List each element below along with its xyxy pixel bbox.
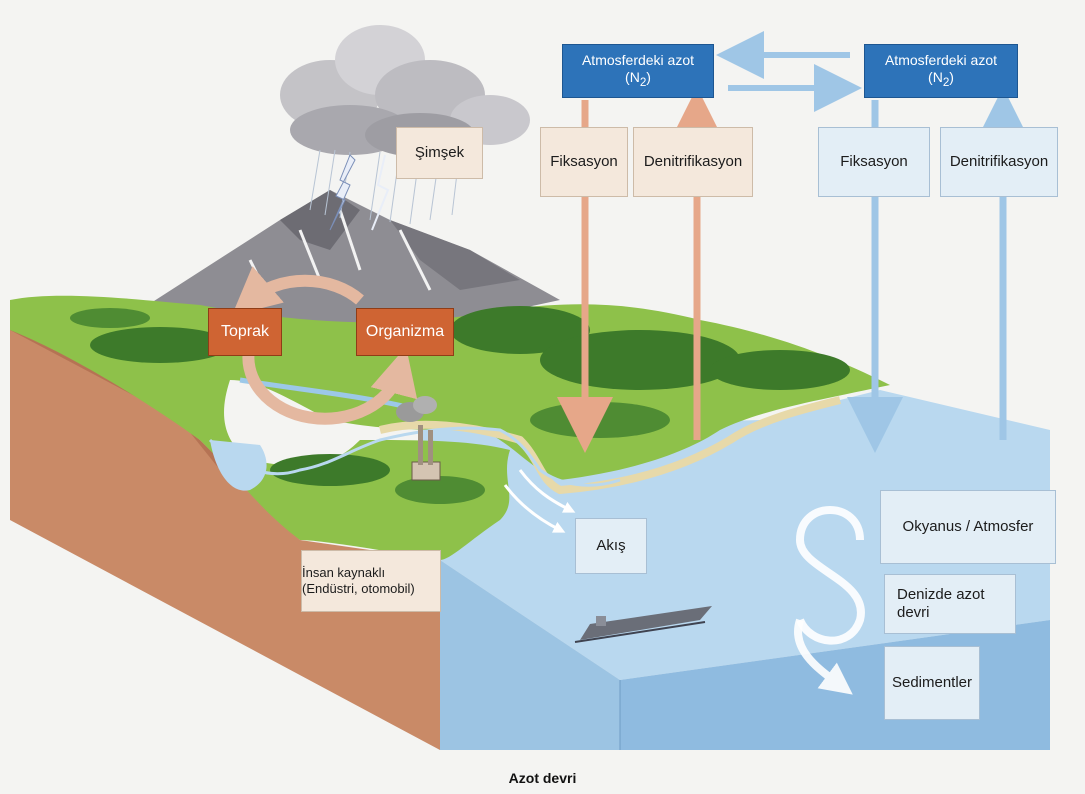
runoff-label: Akış <box>575 518 647 574</box>
atmospheric-nitrogen-label: Atmosferdeki azot <box>884 52 998 69</box>
figure-caption: Azot devri <box>508 770 577 786</box>
human-sources-line2: (Endüstri, otomobil) <box>302 581 415 596</box>
atmospheric-nitrogen-box-right: Atmosferdeki azot (N2) <box>864 44 1018 98</box>
organism-box: Organizma <box>356 308 454 356</box>
lightning-label: Şimşek <box>396 127 483 179</box>
marine-cycle-line2: devri <box>897 604 930 621</box>
denitrification-label-land: Denitrifikasyon <box>633 127 753 197</box>
atmospheric-nitrogen-box-left: Atmosferdeki azot (N2) <box>562 44 714 98</box>
fixation-label-land: Fiksasyon <box>540 127 628 197</box>
human-sources-line1: İnsan kaynaklı <box>302 565 386 581</box>
sediments-label: Sedimentler <box>884 646 980 720</box>
fixation-label-ocean: Fiksasyon <box>818 127 930 197</box>
soil-box: Toprak <box>208 308 282 356</box>
lightning-icon <box>329 154 390 231</box>
soil-organism-cycle <box>231 266 418 425</box>
marine-cycle-loops <box>794 506 865 695</box>
runoff-arrows <box>503 469 576 533</box>
marine-cycle-line1: Denizde azot <box>897 586 985 603</box>
nitrogen-formula: (N2) <box>625 69 651 89</box>
nitrogen-formula: (N2) <box>928 69 954 89</box>
ocean-atmosphere-label: Okyanus / Atmosfer <box>880 490 1056 564</box>
factory-icon <box>396 396 441 481</box>
land-surface <box>10 295 890 560</box>
atmospheric-nitrogen-label: Atmosferdeki azot <box>581 52 695 69</box>
human-sources-label: İnsan kaynaklı (Endüstri, otomobil) <box>301 550 441 612</box>
denitrification-label-ocean: Denitrifikasyon <box>940 127 1058 197</box>
ship-icon <box>574 606 712 643</box>
atmosphere-exchange-arrows <box>716 31 862 112</box>
marine-nitrogen-cycle-label: Denizde azot devri <box>884 574 1016 634</box>
